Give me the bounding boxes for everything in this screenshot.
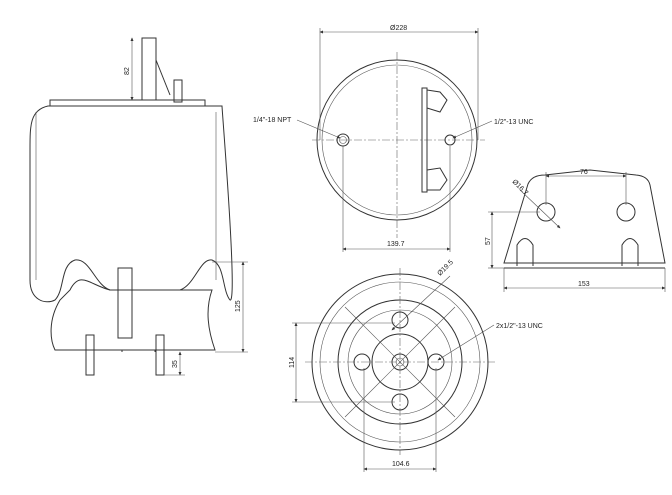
bracket-hole-right	[616, 202, 636, 222]
center-bolt	[117, 267, 133, 339]
bellow	[29, 105, 233, 303]
bracket-edge	[421, 87, 428, 193]
bottom-stud-left	[85, 334, 95, 376]
bottom-view: Ø19.5 2x1/2"-13 UNC 114 104.6	[289, 259, 543, 472]
bottom-stud-right	[155, 334, 165, 376]
dim-bracket-height: 57	[485, 237, 492, 245]
air-port-label: 1/4"-18 NPT	[253, 117, 292, 124]
dim-stud-height: 82	[124, 67, 131, 75]
bottom-hole-left	[353, 353, 371, 371]
dim-bottom-vertical-spacing: 114	[289, 357, 296, 368]
dim-top-diameter: Ø228	[390, 25, 407, 32]
dim-top-hole-spacing: 139.7	[387, 241, 405, 248]
bracket-view: 76 Ø16.7 57 153	[485, 169, 666, 292]
dim-bracket-hole-spacing: 76	[580, 169, 588, 176]
stud-thread-label: 1/2"-13 UNC	[494, 119, 533, 126]
dim-bottom-stud: 35	[172, 360, 179, 368]
air-fitting	[173, 79, 183, 103]
bottom-hole-top	[391, 311, 409, 329]
dim-bottom-hole-diameter: Ø19.5	[436, 259, 455, 278]
piston	[50, 279, 216, 351]
side-view: 82 125 35	[29, 37, 248, 376]
dim-bracket-width: 153	[578, 281, 590, 288]
bottom-thread-label: 2x1/2"-13 UNC	[496, 323, 543, 330]
top-view: Ø228 1/4"-18 NPT 1/2"-13 UNC 139.7	[253, 25, 533, 252]
dim-bottom-horizontal-spacing: 104.6	[392, 461, 410, 468]
top-stud-bracket	[141, 37, 157, 101]
stud-hole	[444, 134, 456, 146]
dim-bracket-hole-diameter: Ø16.7	[511, 178, 530, 197]
dim-piston-height: 125	[235, 300, 242, 312]
